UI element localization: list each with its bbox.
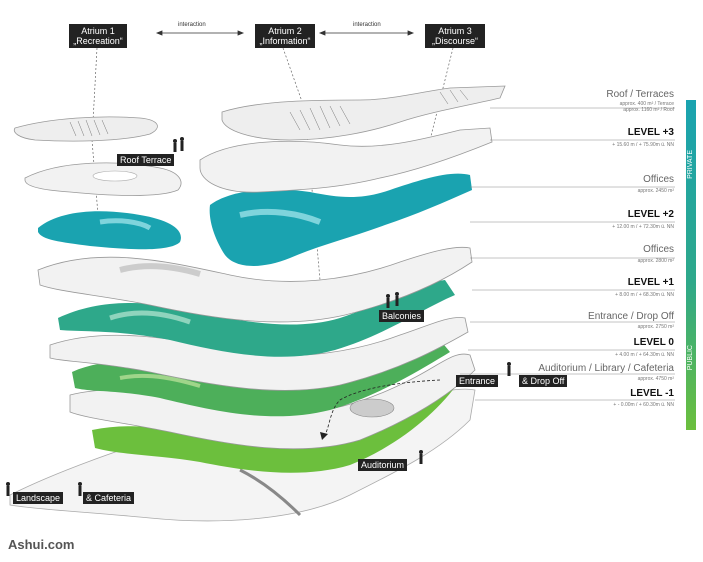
slab-roof-left — [13, 116, 158, 142]
tag-drop-off: & Drop Off — [519, 375, 568, 387]
label-roof-sub2: approx. 1160 m² / Roof — [623, 107, 674, 113]
void-level-1 — [109, 310, 191, 325]
label-level-2-sub: + 12.00 m / + 72.30m ü. NN — [612, 224, 674, 230]
leader-lines — [460, 107, 675, 401]
label-roof-terraces: Roof / Terraces — [606, 89, 674, 100]
slab-level-1-green — [58, 280, 455, 357]
label-offices-2-sub: approx. 2800 m² — [637, 258, 674, 264]
atrium-3-title: Atrium 3 — [438, 26, 472, 36]
atrium-3-label: Atrium 3 „Discourse“ — [425, 24, 485, 48]
void-level-3 — [92, 170, 138, 182]
label-level-1-sub: + 8.00 m / + 68.30m ü. NN — [615, 292, 674, 298]
label-level-0-sub: + 4.00 m / + 64.30m ü. NN — [615, 352, 674, 358]
interaction-arrows — [155, 30, 415, 36]
slab-level-2-teal — [38, 211, 181, 250]
void-level-2-right — [239, 208, 322, 225]
label-auditorium-sub: approx. 4750 m² — [637, 376, 674, 382]
atrium-3-subtitle: „Discourse“ — [431, 36, 478, 46]
label-entrance-sub: approx. 2750 m² — [637, 324, 674, 330]
label-private: PRIVATE — [687, 150, 694, 179]
label-level-m1: LEVEL -1 — [630, 388, 674, 399]
slab-level-m1-green — [92, 375, 460, 473]
label-public: PUBLIC — [687, 345, 694, 371]
entrance-path — [324, 379, 441, 436]
label-offices-1: Offices — [643, 174, 674, 185]
tag-landscape: Landscape — [13, 492, 64, 504]
label-level-1: LEVEL +1 — [627, 277, 674, 288]
label-level-3: LEVEL +3 — [627, 127, 674, 138]
void-level-1-white — [119, 263, 201, 277]
tag-entrance: Entrance — [456, 375, 499, 387]
interaction-label-1: interaction — [178, 22, 206, 28]
atrium-1-title: Atrium 1 — [81, 26, 115, 36]
label-level-m1-sub: + - 0.00m / + 60.30m ü. NN — [613, 402, 674, 408]
public-private-bar — [686, 100, 696, 430]
roof-louvres-right — [289, 89, 469, 131]
tag-cafeteria: & Cafeteria — [83, 492, 135, 504]
watermark: Ashui.com — [8, 537, 75, 552]
atrium-2-title: Atrium 2 — [268, 26, 302, 36]
person-icons — [6, 137, 511, 496]
atrium-2-subtitle: „Information“ — [259, 36, 311, 46]
label-level-2: LEVEL +2 — [627, 209, 674, 220]
atrium-2-label: Atrium 2 „Information“ — [255, 24, 315, 48]
void-level-2 — [99, 218, 152, 231]
label-offices-1-sub: approx. 2450 m² — [637, 188, 674, 194]
slab-level-2-teal-right — [209, 173, 472, 266]
ramp — [239, 468, 302, 517]
roof-louvres-left — [69, 119, 109, 137]
entrance-arrow — [320, 432, 328, 440]
tag-roof-terrace: Roof Terrace — [117, 154, 175, 166]
void-level-0 — [119, 373, 201, 388]
atrium-1-label: Atrium 1 „Recreation“ — [69, 24, 127, 48]
slab-roof-right — [221, 85, 506, 141]
slab-level-0-green — [72, 340, 450, 417]
label-level-3-sub: + 15.60 m / + 75.90m ü. NN — [612, 142, 674, 148]
label-roof-sub1: approx. 400 m² / Terrace — [619, 101, 674, 107]
atrium-1-subtitle: „Recreation“ — [73, 36, 123, 46]
tag-balconies: Balconies — [379, 310, 425, 322]
tag-auditorium: Auditorium — [358, 459, 408, 471]
label-offices-2: Offices — [643, 244, 674, 255]
interaction-label-2: interaction — [353, 22, 381, 28]
label-level-0: LEVEL 0 — [633, 337, 674, 348]
label-auditorium-library: Auditorium / Library / Cafeteria — [538, 363, 674, 374]
label-entrance-drop-off: Entrance / Drop Off — [588, 311, 674, 322]
slab-level-3 — [199, 127, 493, 193]
stair-core — [349, 398, 395, 418]
